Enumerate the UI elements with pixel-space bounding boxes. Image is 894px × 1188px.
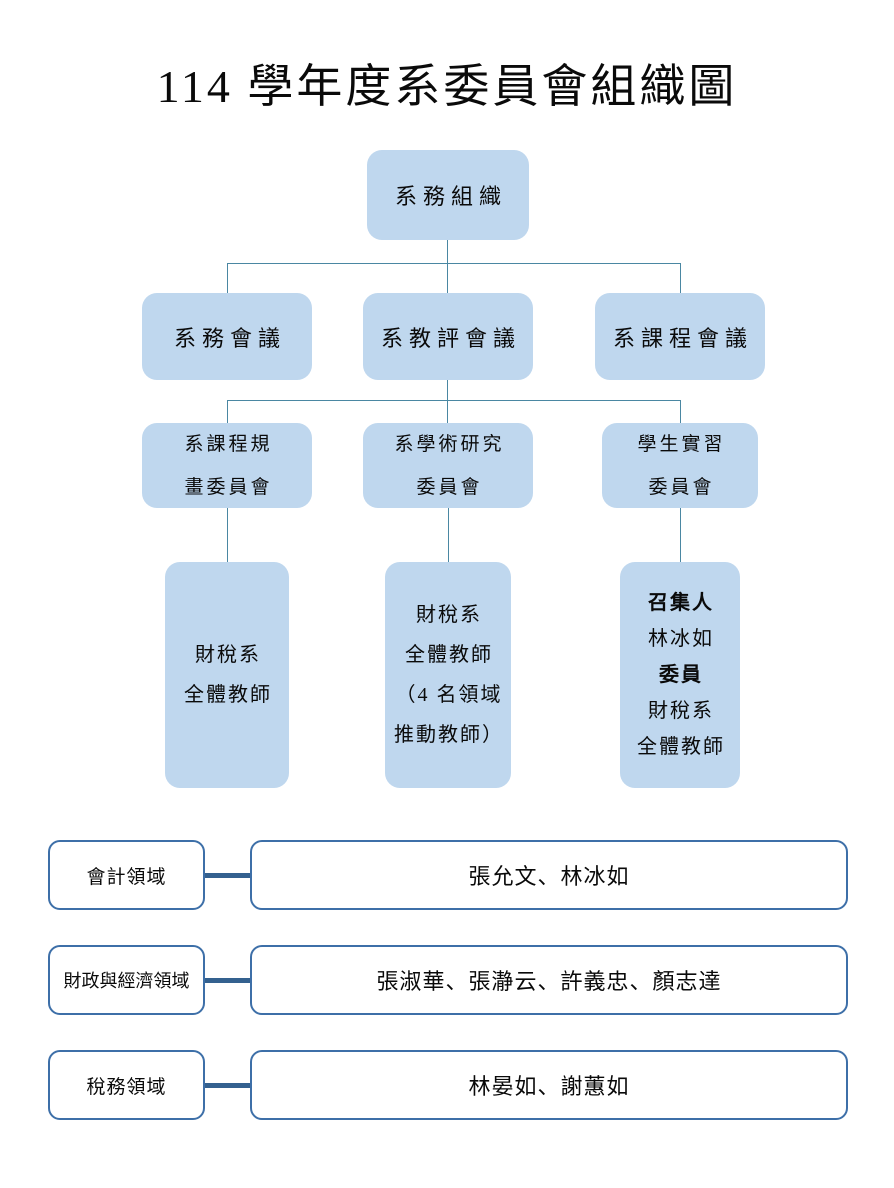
node-student-internship-committee: 學生實習 委員會 [602,423,758,508]
node-label-line: 推動教師） [394,724,504,746]
connector-bus-level3 [227,400,680,401]
node-label-line: 財稅系 [195,644,261,666]
node-academic-research-committee: 系學術研究 委員會 [363,423,533,508]
connector-evaluation-down [447,380,448,400]
connector-drop-meeting2 [447,263,448,293]
connector-members1-down [227,508,228,562]
node-convener-and-members: 召集人 林冰如 委員 財稅系 全體教師 [620,562,740,788]
node-label-line: 系學術研究 [394,433,505,455]
node-label-line: 委員會 [648,476,715,498]
node-label: 系務會議 [173,325,286,351]
node-curriculum-meeting: 系課程會議 [595,293,765,380]
node-label-line: 全體教師 [184,684,272,706]
domain-connector-finance-economics [205,978,250,983]
domain-members-finance-economics: 張淑華、張瀞云、許義忠、顏志達 [250,945,848,1015]
node-label-line: 委員會 [416,476,483,498]
domain-members-accounting: 張允文、林冰如 [250,840,848,910]
node-label-line: 全體教師 [637,736,725,758]
node-label-convener-name: 林冰如 [648,628,714,650]
node-members-all-faculty-field-teachers: 財稅系 全體教師 （4 名領域 推動教師） [385,562,511,788]
node-label: 系教評會議 [380,325,521,351]
node-department-meeting: 系務會議 [142,293,312,380]
node-curriculum-planning-committee: 系課程規 畫委員會 [142,423,312,508]
node-label: 系務組織 [394,184,507,209]
node-label-line: 畫委員會 [184,476,273,498]
connector-members3-down [680,508,681,562]
connector-drop-committee1 [227,400,228,423]
node-label-line: 全體教師 [405,644,493,666]
domain-label-finance-economics: 財政與經濟領域 [48,945,205,1015]
domain-label-text: 財政與經濟領域 [63,971,190,991]
domain-members-text: 張允文、林冰如 [468,864,630,889]
domain-label-text: 會計領域 [86,866,167,888]
connector-drop-meeting3 [680,263,681,293]
node-label: 系課程會議 [612,325,753,351]
domain-members-taxation: 林晏如、謝蕙如 [250,1050,848,1120]
domain-label-text: 稅務領域 [86,1076,167,1098]
domain-members-text: 張淑華、張瀞云、許義忠、顏志達 [376,969,722,994]
node-label-line: 學生實習 [637,433,726,455]
page-title: 114 學年度系委員會組織圖 [156,61,738,112]
connector-drop-committee3 [680,400,681,423]
node-label-line: 系課程規 [184,433,273,455]
connector-root-down [447,240,448,264]
node-label-line: 財稅系 [416,604,482,626]
domain-connector-taxation [205,1083,250,1088]
node-label-line: （4 名領域 [395,684,503,706]
domain-connector-accounting [205,873,250,878]
connector-members2-down [448,508,449,562]
domain-label-taxation: 稅務領域 [48,1050,205,1120]
node-label-convener-title: 召集人 [648,592,714,614]
node-department-organization: 系務組織 [367,150,529,240]
connector-drop-meeting1 [227,263,228,293]
node-members-all-faculty: 財稅系 全體教師 [165,562,289,788]
domain-label-accounting: 會計領域 [48,840,205,910]
node-label-members-title: 委員 [659,664,703,686]
domain-members-text: 林晏如、謝蕙如 [468,1074,630,1099]
node-label-line: 財稅系 [648,700,714,722]
node-teacher-evaluation-meeting: 系教評會議 [363,293,533,380]
connector-drop-committee2 [447,400,448,423]
connector-bus-level2 [227,263,680,264]
